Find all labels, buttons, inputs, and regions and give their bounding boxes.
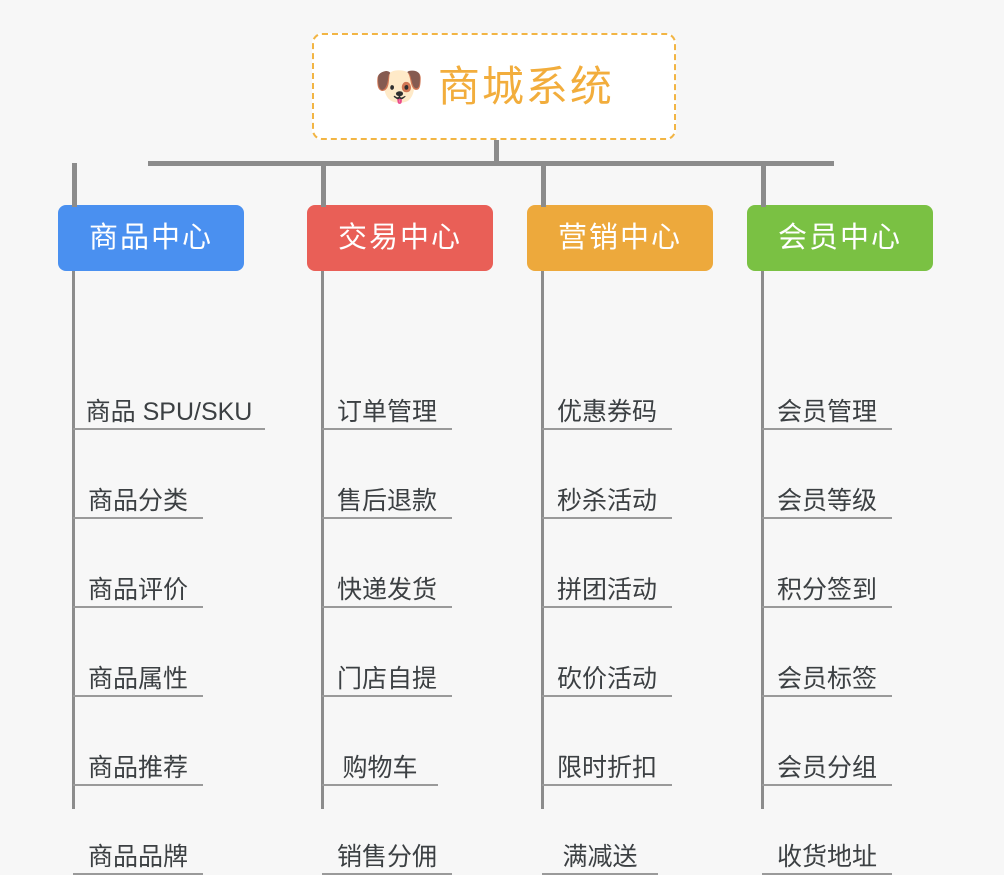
mindmap-canvas: 🐶 商城系统 商品中心商品 SPU/SKU 商品分类商品评价商品属性商品推荐商品品…: [58, 33, 933, 875]
branch-item-label: 优惠券码: [556, 397, 657, 426]
branch-item[interactable]: 购物车: [322, 742, 438, 786]
branch-item-label: 积分签到: [776, 575, 877, 604]
branch-column: 交易中心订单管理售后退款快递发货门店自提购物车销售分佣: [307, 205, 493, 875]
connector-drop-4: [761, 163, 766, 207]
branch-item[interactable]: 砍价活动: [542, 653, 672, 697]
branch-column: 会员中心会员管理会员等级积分签到会员标签会员分组收货地址: [747, 205, 933, 875]
root-title: 商城系统: [437, 62, 614, 110]
branch-trunk-line: [541, 271, 544, 809]
branch-item[interactable]: 秒杀活动: [542, 475, 672, 519]
branch-item-label: 订单管理: [336, 397, 437, 426]
branch-column: 商品中心商品 SPU/SKU 商品分类商品评价商品属性商品推荐商品品牌: [58, 205, 265, 875]
branch-item-label: 门店自提: [336, 664, 437, 693]
branch-header-label: 交易中心: [337, 221, 462, 254]
root-node[interactable]: 🐶 商城系统: [312, 33, 676, 140]
branch-item-label: 收货地址: [776, 842, 877, 871]
branch-item-label: 商品 SPU/SKU: [85, 397, 253, 426]
branch-item-label: 销售分佣: [336, 842, 437, 871]
branch-item-label: 购物车: [342, 753, 418, 782]
branch-item[interactable]: 商品 SPU/SKU: [73, 386, 265, 430]
branch-header-label: 会员中心: [777, 221, 902, 254]
branch-item[interactable]: 商品分类: [73, 475, 203, 519]
branch-header[interactable]: 营销中心: [527, 205, 713, 271]
branch-item[interactable]: 积分签到: [762, 564, 892, 608]
branch-item-label: 快递发货: [336, 575, 437, 604]
branch-item-label: 限时折扣: [556, 753, 657, 782]
branch-item-label: 会员分组: [776, 753, 877, 782]
branch-item-label: 商品属性: [87, 664, 188, 693]
branch-item[interactable]: 满减送: [542, 831, 658, 875]
branch-item[interactable]: 限时折扣: [542, 742, 672, 786]
connector-drop-2: [321, 163, 326, 207]
branch-item-label: 售后退款: [336, 486, 437, 515]
branch-item-label: 秒杀活动: [556, 486, 657, 515]
branch-item-label: 商品品牌: [87, 842, 188, 871]
branch-item[interactable]: 售后退款: [322, 475, 452, 519]
branch-item[interactable]: 会员管理: [762, 386, 892, 430]
branch-item[interactable]: 会员标签: [762, 653, 892, 697]
branch-header[interactable]: 交易中心: [307, 205, 493, 271]
branch-item[interactable]: 快递发货: [322, 564, 452, 608]
branch-header[interactable]: 会员中心: [747, 205, 933, 271]
connector-horizontal-bus: [148, 161, 834, 166]
branch-item-label: 商品推荐: [87, 753, 188, 782]
branch-item[interactable]: 门店自提: [322, 653, 452, 697]
branch-trunk-line: [761, 271, 764, 809]
branch-header-label: 商品中心: [88, 221, 213, 254]
branch-header[interactable]: 商品中心: [58, 205, 244, 271]
branch-trunk-line: [321, 271, 324, 809]
branch-column: 营销中心优惠券码秒杀活动拼团活动砍价活动限时折扣满减送: [527, 205, 713, 875]
branch-item[interactable]: 会员等级: [762, 475, 892, 519]
branch-item-label: 会员标签: [776, 664, 877, 693]
branch-item-label: 满减送: [562, 842, 638, 871]
shiba-dog-face-icon: 🐶: [374, 64, 424, 109]
connector-root-stem: [494, 140, 499, 166]
branch-item-label: 会员等级: [776, 486, 877, 515]
branch-item-label: 会员管理: [776, 397, 877, 426]
branch-item[interactable]: 商品评价: [73, 564, 203, 608]
branch-header-label: 营销中心: [557, 221, 682, 254]
branch-item[interactable]: 销售分佣: [322, 831, 452, 875]
branch-item[interactable]: 优惠券码: [542, 386, 672, 430]
branch-item[interactable]: 商品属性: [73, 653, 203, 697]
branch-trunk-line: [72, 271, 75, 809]
connector-drop-3: [541, 163, 546, 207]
branch-item[interactable]: 商品品牌: [73, 831, 203, 875]
branch-item-label: 商品分类: [87, 486, 188, 515]
branch-item[interactable]: 会员分组: [762, 742, 892, 786]
branch-item[interactable]: 商品推荐: [73, 742, 203, 786]
branch-item-label: 拼团活动: [556, 575, 657, 604]
branch-item[interactable]: 收货地址: [762, 831, 892, 875]
connector-drop-1: [72, 163, 77, 207]
branch-item[interactable]: 订单管理: [322, 386, 452, 430]
branch-item-label: 砍价活动: [556, 664, 657, 693]
branch-item[interactable]: 拼团活动: [542, 564, 672, 608]
branch-item-label: 商品评价: [87, 575, 188, 604]
